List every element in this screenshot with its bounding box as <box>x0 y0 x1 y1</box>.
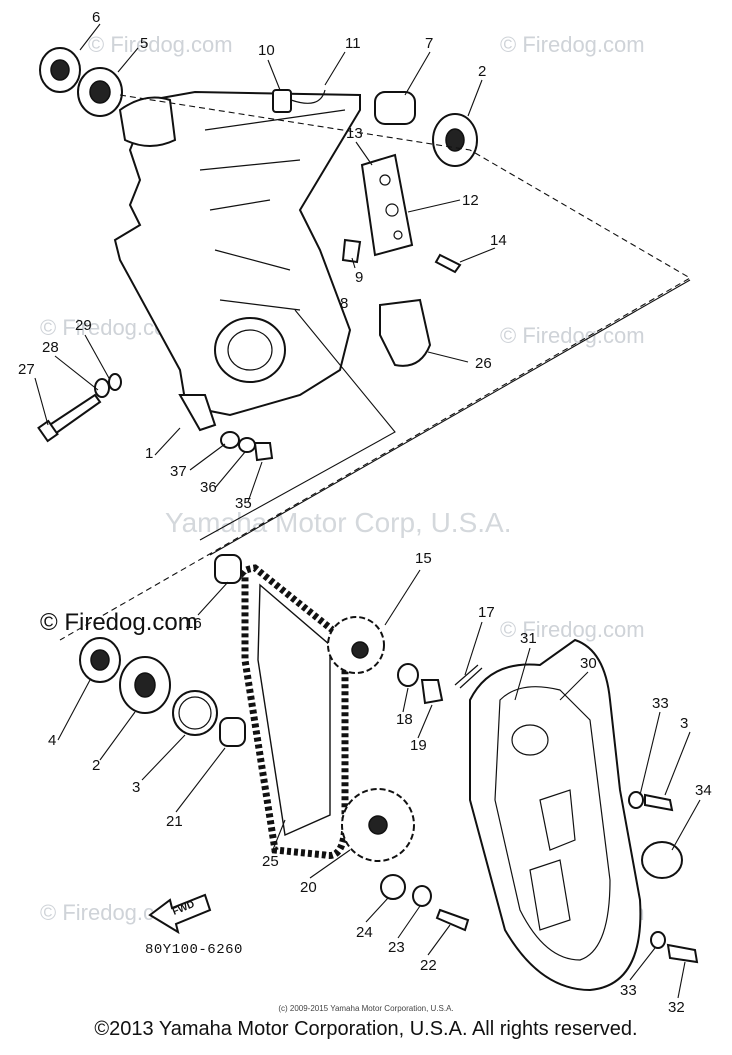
collar-21 <box>219 717 246 747</box>
callout-2-top: 2 <box>478 63 486 80</box>
bolt-32-upper <box>644 793 674 812</box>
callout-27: 27 <box>18 361 35 378</box>
callout-37: 37 <box>170 463 187 480</box>
callout-24: 24 <box>356 924 373 941</box>
washer-29 <box>108 373 122 391</box>
watermark-firedog-2: © Firedog.com <box>500 32 645 57</box>
slider-26 <box>379 298 432 367</box>
callout-10: 10 <box>258 42 275 59</box>
collar-16 <box>214 554 242 584</box>
snap-ring-3 <box>172 690 218 736</box>
washer-28 <box>94 378 110 398</box>
callout-5: 5 <box>140 35 148 52</box>
callout-16: 16 <box>185 615 202 632</box>
callout-8: 8 <box>340 295 348 312</box>
callout-33-bottom: 33 <box>620 982 637 999</box>
drive-chain-25 <box>240 564 349 860</box>
callout-28: 28 <box>42 339 59 356</box>
callout-11: 11 <box>345 35 361 52</box>
bolt-27 <box>37 393 102 443</box>
washer-24 <box>380 874 406 900</box>
bearing-4 <box>79 637 121 683</box>
sensor-10 <box>272 89 326 113</box>
callout-14: 14 <box>490 232 507 249</box>
callout-35: 35 <box>235 495 252 512</box>
cotter-pin-17 <box>454 664 483 689</box>
bolt-14 <box>434 253 462 274</box>
watermark-firedog-dark: © Firedog.com <box>40 609 198 636</box>
callout-22: 22 <box>420 957 437 974</box>
bearing-5 <box>77 67 123 117</box>
callout-18: 18 <box>396 711 413 728</box>
watermark-firedog-1: © Firedog.com <box>88 32 233 57</box>
washer-18 <box>397 663 419 687</box>
washer-33-lower <box>650 931 666 949</box>
callout-21: 21 <box>166 813 183 830</box>
nut-19 <box>420 679 444 705</box>
collar-7 <box>374 91 416 125</box>
callout-32: 32 <box>668 999 685 1016</box>
callout-30: 30 <box>580 655 597 672</box>
callout-29: 29 <box>75 317 92 334</box>
sprocket-20 <box>341 788 415 862</box>
sprocket-15 <box>327 616 385 674</box>
bolt-9 <box>341 238 362 264</box>
watermark-firedog-4: © Firedog.com <box>500 323 645 348</box>
callout-19: 19 <box>410 737 427 754</box>
callout-34: 34 <box>695 782 712 799</box>
shaft-lines <box>59 94 692 641</box>
callout-20: 20 <box>300 879 317 896</box>
washer-23 <box>412 885 432 907</box>
callout-15: 15 <box>415 550 432 567</box>
callout-3: 3 <box>132 779 140 796</box>
callout-17: 17 <box>478 604 495 621</box>
footer-copyright: ©2013 Yamaha Motor Corporation, U.S.A. A… <box>94 1018 638 1040</box>
bolt-22 <box>435 908 470 932</box>
callout-2-bottom: 2 <box>92 757 100 774</box>
callout-3-right: 3 <box>680 715 688 732</box>
callout-9: 9 <box>355 269 363 286</box>
callout-13: 13 <box>346 125 363 142</box>
small-copyright: (c) 2009-2015 Yamaha Motor Corporation, … <box>278 1004 454 1013</box>
leader-lines <box>34 23 701 999</box>
callout-6: 6 <box>92 9 100 26</box>
bearing-2-upper <box>432 113 478 167</box>
chaincase-cover <box>469 638 642 992</box>
callout-25: 25 <box>262 853 279 870</box>
watermark-firedog-5: © Firedog.com <box>500 617 645 642</box>
chaincase-housing <box>113 90 361 432</box>
callout-31: 31 <box>520 630 537 647</box>
callout-4: 4 <box>48 732 56 749</box>
callout-36: 36 <box>200 479 217 496</box>
callout-23: 23 <box>388 939 405 956</box>
callout-26: 26 <box>475 355 492 372</box>
cap-34 <box>641 841 683 879</box>
reference-code: 80Y100-6260 <box>145 942 243 958</box>
tensioner-plate <box>360 153 414 257</box>
callout-33-top: 33 <box>652 695 669 712</box>
watermark-yamaha: Yamaha Motor Corp, U.S.A. <box>165 507 512 538</box>
callouts: 6 5 10 11 7 2 13 12 14 9 8 26 29 28 27 1… <box>18 9 712 1016</box>
bearing-6 <box>39 47 81 93</box>
washer-33-upper <box>628 791 644 809</box>
nut-stack-35-37 <box>220 431 274 462</box>
bearing-2-lower <box>119 656 171 714</box>
callout-1: 1 <box>145 445 153 462</box>
callout-7: 7 <box>425 35 433 52</box>
bolt-32-lower <box>666 943 699 964</box>
callout-12: 12 <box>462 192 479 209</box>
